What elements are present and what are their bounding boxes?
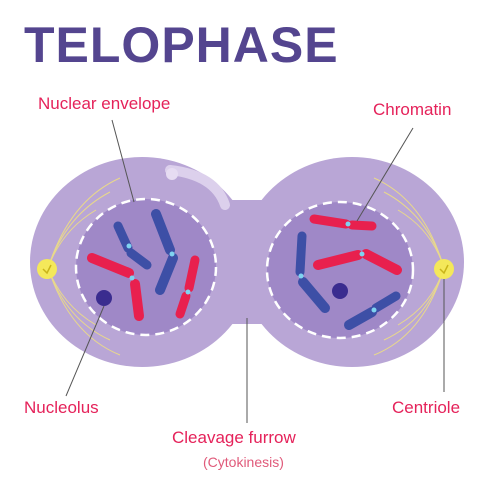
label-nuclear-envelope: Nuclear envelope [38, 94, 171, 113]
chromosomes-right [295, 214, 402, 330]
label-cleavage-furrow: Cleavage furrow [172, 428, 296, 447]
spindle-fibers [47, 177, 445, 356]
nucleolus-right [332, 283, 348, 299]
centriole-right [434, 259, 454, 279]
chromosomes-left [87, 209, 200, 321]
label-centriole: Centriole [392, 398, 461, 417]
label-cytokinesis: (Cytokinesis) [203, 454, 284, 470]
page-title: TELOPHASE [24, 17, 339, 73]
label-nucleolus: Nucleolus [24, 398, 99, 417]
nucleolus-left [96, 290, 112, 306]
leader-lines [65, 119, 445, 423]
label-chromatin: Chromatin [373, 100, 452, 119]
centriole-left [37, 259, 57, 279]
